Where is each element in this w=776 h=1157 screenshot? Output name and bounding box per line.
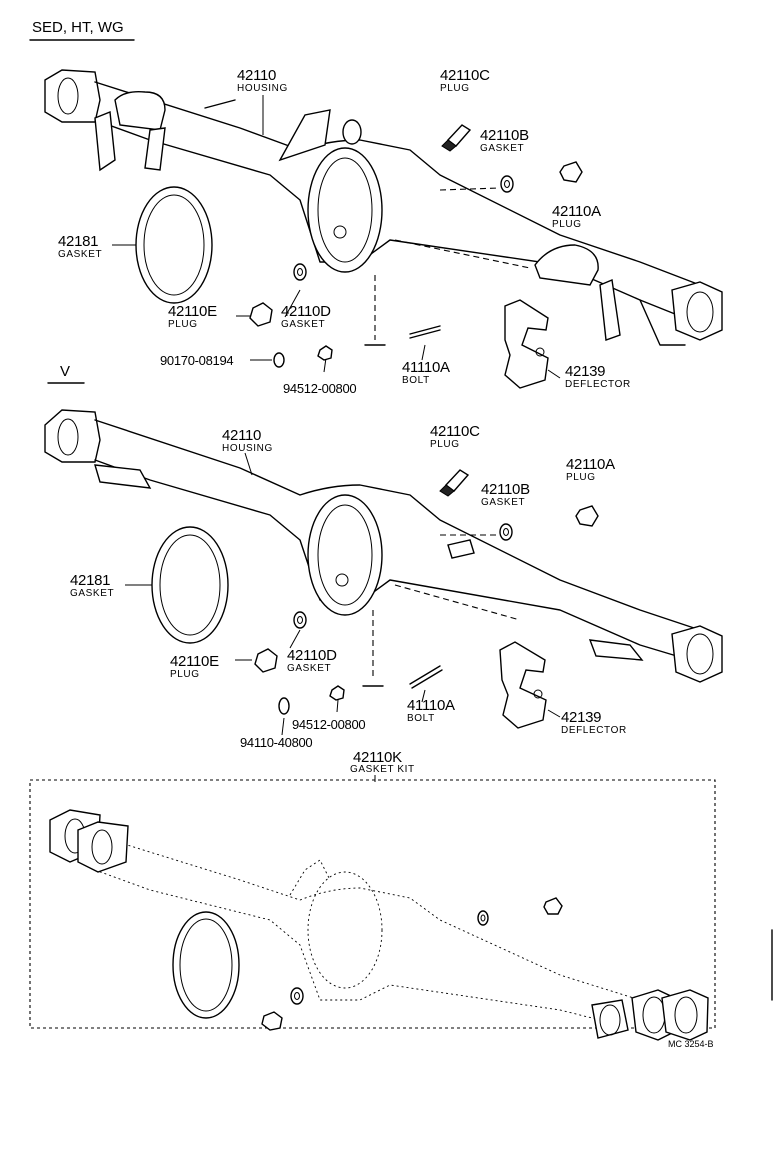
top-housing-desc: HOUSING xyxy=(237,83,288,94)
top-bolt-desc: BOLT xyxy=(402,375,430,386)
bottom-plug-c-number: 42110C xyxy=(430,423,480,440)
top-bolt-number: 41110A xyxy=(402,359,450,376)
top-plug-c-desc: PLUG xyxy=(440,83,470,94)
bottom-plug-a-desc: PLUG xyxy=(566,472,596,483)
bottom-axle-housing xyxy=(44,409,723,736)
section-title-sed: SED, HT, WG xyxy=(32,19,124,36)
section-title-v: V xyxy=(60,363,71,380)
figure-code: MC 3254-B xyxy=(668,1039,714,1049)
top-axle-housing xyxy=(44,69,723,379)
top-small-parts xyxy=(135,124,583,389)
top-plug-e-desc: PLUG xyxy=(168,319,198,330)
top-deflector-number: 42139 xyxy=(565,363,606,380)
bottom-plug-e-desc: PLUG xyxy=(170,669,200,680)
top-plug-a-desc: PLUG xyxy=(552,219,582,230)
top-gasket-d-number: 42110D xyxy=(281,303,331,320)
bottom-nut-number: 94512-00800 xyxy=(292,717,366,732)
top-deflector-desc: DEFLECTOR xyxy=(565,379,631,390)
top-washer-number: 90170-08194 xyxy=(160,353,234,368)
top-gasket-d-desc: GASKET xyxy=(281,319,326,330)
bottom-plug-c-desc: PLUG xyxy=(430,439,460,450)
bottom-gasket-b-number: 42110B xyxy=(481,481,530,498)
gasket-kit-frame xyxy=(29,775,716,1029)
top-gasket-42181-number: 42181 xyxy=(58,233,99,250)
bottom-small-parts xyxy=(151,469,599,729)
bottom-gasket-d-number: 42110D xyxy=(287,647,337,664)
top-plug-a-number: 42110A xyxy=(552,203,601,220)
bottom-bolt-number: 41110A xyxy=(407,697,455,714)
bottom-housing-number: 42110 xyxy=(222,427,262,444)
bottom-washer-number: 94110-40800 xyxy=(240,735,313,750)
bottom-gasket-b-desc: GASKET xyxy=(481,497,526,508)
top-gasket-b-number: 42110B xyxy=(480,127,529,144)
bottom-deflector-number: 42139 xyxy=(561,709,602,726)
top-housing-number: 42110 xyxy=(237,67,277,84)
top-gasket-b-desc: GASKET xyxy=(480,143,525,154)
bottom-gasket-d-desc: GASKET xyxy=(287,663,332,674)
gasket-kit-drawing xyxy=(49,809,709,1041)
top-nut-number: 94512-00800 xyxy=(283,381,357,396)
bottom-plug-e-number: 42110E xyxy=(170,653,219,670)
top-gasket-42181-desc: GASKET xyxy=(58,249,103,260)
top-plug-e-number: 42110E xyxy=(168,303,217,320)
bottom-gasket-42181-desc: GASKET xyxy=(70,588,115,599)
bottom-plug-a-number: 42110A xyxy=(566,456,615,473)
bottom-bolt-desc: BOLT xyxy=(407,713,435,724)
bottom-deflector-desc: DEFLECTOR xyxy=(561,725,627,736)
bottom-gasket-42181-number: 42181 xyxy=(70,572,111,589)
top-plug-c-number: 42110C xyxy=(440,67,490,84)
kit-desc: GASKET KIT xyxy=(350,764,415,775)
kit-number: 42110K xyxy=(353,749,402,766)
bottom-housing-desc: HOUSING xyxy=(222,443,273,454)
top-gasket-42181-ring xyxy=(135,186,213,304)
